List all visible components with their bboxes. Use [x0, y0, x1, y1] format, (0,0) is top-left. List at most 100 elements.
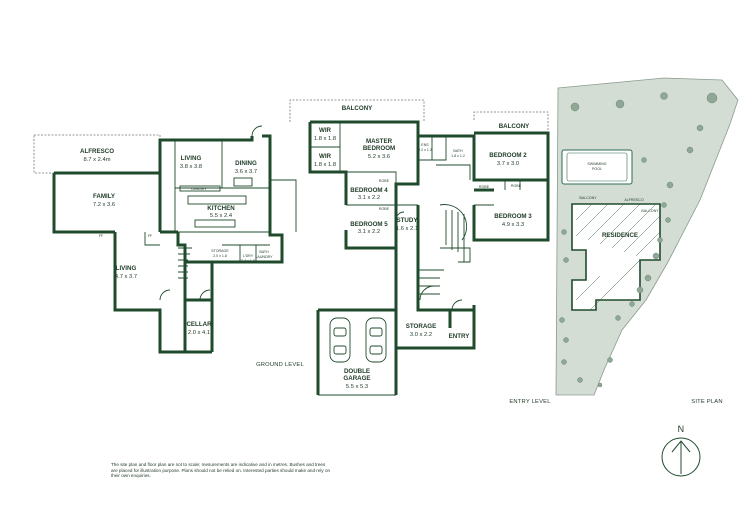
- ground-inner-walls: [144, 140, 270, 262]
- east-wing-walls: [472, 131, 550, 242]
- kitchen-dim: 5.5 x 2.4: [210, 213, 233, 219]
- alfresco-name: ALFRESCO: [80, 148, 114, 155]
- residence-hatch: [575, 203, 661, 311]
- bedroom3-dim: 4.9 x 3.3: [502, 222, 524, 228]
- ground-level-label: GROUND LEVEL: [256, 362, 304, 368]
- door-swing-entry: [451, 299, 463, 311]
- robe-walls: [474, 180, 521, 206]
- ground-walls-upper: [52, 134, 284, 264]
- wir1-name: WIR: [319, 127, 332, 134]
- north-arrow: N: [661, 424, 701, 477]
- bedroom5-dim: 3.1 x 2.2: [358, 229, 380, 235]
- wir2-dim: 1.8 x 1.8: [314, 162, 336, 168]
- door-swing-study: [395, 211, 405, 221]
- entry-bath-label: BATH: [453, 149, 463, 153]
- stair-lower: [418, 269, 444, 301]
- dining-table: [233, 177, 253, 187]
- ldry-label: L'DRY: [243, 254, 254, 258]
- residence-name: RESIDENCE: [602, 232, 638, 239]
- garage-name2: GARAGE: [343, 375, 370, 382]
- site-small-label-1: BALCONY: [579, 196, 597, 200]
- cellar-walls: [185, 298, 212, 354]
- library-label: LIBRARY: [191, 187, 207, 191]
- kitchen-island: [194, 219, 236, 228]
- storage-dim: 3.0 x 2.2: [410, 332, 432, 338]
- master-dim: 5.2 x 3.6: [368, 154, 390, 160]
- right-balcony-name: BALCONY: [499, 123, 530, 130]
- pool-name2: POOL: [592, 167, 602, 171]
- door-swing-1: [251, 125, 263, 137]
- dining-dim: 3.6 x 3.7: [235, 169, 257, 175]
- disclaimer-text: The site plan and floor plan are not to …: [111, 462, 331, 479]
- site-alfresco-label: ALFRESCO: [624, 198, 644, 202]
- living-lower-dim: 4.7 x 3.7: [115, 274, 137, 280]
- kitchen-name: KITCHEN: [207, 205, 235, 212]
- tree-icons: [559, 92, 718, 388]
- ground-walls-lower: [160, 230, 214, 352]
- garage-name: DOUBLE: [344, 368, 370, 375]
- ens-label: ENS: [421, 143, 429, 147]
- entry-level-plan: BALCONY WIR 1.8 x 1.8 WIR 1.8 x 1.8 MAST…: [289, 99, 551, 405]
- ground-bath-sub: LAUNDRY: [255, 255, 273, 259]
- site-plan-label: SITE PLAN: [691, 399, 722, 405]
- cellar-name: CELLAR: [186, 321, 212, 328]
- bedroom4-name: BEDROOM 4: [350, 187, 388, 194]
- family-name: FAMILY: [93, 193, 116, 200]
- entry-bath-dim: 1.8 x 1.2: [451, 154, 465, 158]
- swimming-pool-water: [566, 152, 628, 182]
- door-swing-2: [159, 289, 171, 301]
- living-upper-name: LIVING: [181, 155, 202, 162]
- robe-label-4: ROBE: [511, 184, 522, 188]
- family-dim: 7.2 x 3.6: [93, 202, 115, 208]
- bedroom3-name: BEDROOM 3: [494, 213, 532, 220]
- robe-label-2: ROBE: [379, 207, 390, 211]
- site-small-label-2: BALCONY: [641, 209, 659, 213]
- study-name: STUDY: [397, 217, 419, 224]
- top-balcony-outline: [289, 99, 425, 122]
- entry-stair: [439, 204, 471, 263]
- dining-name: DINING: [235, 160, 257, 167]
- garage-dim: 5.5 x 5.3: [346, 384, 368, 390]
- wir2-name: WIR: [319, 153, 332, 160]
- living-lower-name: LIVING: [116, 265, 137, 272]
- ground-storage-label: STORAGE: [211, 249, 229, 253]
- wir1-dim: 1.8 x 1.8: [314, 136, 336, 142]
- ground-bath-label: BATH: [259, 250, 269, 254]
- bedroom5-name: BEDROOM 5: [350, 221, 388, 228]
- pool-name: SWIMMING: [587, 162, 606, 166]
- site-plan: SWIMMING POOL RESIDENCE ALFRESCO BALCONY…: [555, 77, 739, 405]
- ens-bath-walls: [417, 136, 471, 180]
- storage-name: STORAGE: [406, 323, 436, 330]
- ground-walls-family-living: [54, 171, 185, 354]
- ground-level-plan: ALFRESCO 8.7 x 2.4m FAMILY 7.2 x 3.6 LIV…: [33, 125, 304, 368]
- entry-level-label: ENTRY LEVEL: [509, 399, 551, 405]
- ground-stair: [178, 247, 192, 279]
- kitchen-bench: [187, 195, 247, 205]
- ens-dim: 2.2 x 1.3: [418, 148, 432, 152]
- robe-label-1: ROBE: [379, 179, 390, 183]
- north-compass-icon: [661, 437, 701, 477]
- ground-storage-dim: 2.0 x 1.8: [213, 254, 227, 258]
- alfresco-dim: 8.7 x 2.4m: [83, 157, 110, 163]
- ldry-dim: 2.4 x 1.8: [241, 259, 255, 263]
- residence-footprint: [571, 203, 661, 311]
- living-upper-dim: 3.8 x 3.8: [180, 164, 202, 170]
- master-name: MASTER: [366, 138, 393, 145]
- study-dim: 1.6 x 2.1: [396, 226, 418, 232]
- north-arrow-icon: [671, 440, 691, 474]
- bedroom2-name: BEDROOM 2: [489, 152, 527, 159]
- car-left-icon: [329, 317, 351, 363]
- door-swing-3: [199, 289, 211, 301]
- bedroom2-dim: 3.7 x 3.0: [497, 161, 519, 167]
- ff-label-2: FF: [148, 234, 153, 238]
- master-name2: BEDROOM: [363, 145, 395, 152]
- north-letter: N: [678, 424, 685, 434]
- bedrooms-inner-walls: [310, 122, 418, 206]
- library-shelf: [179, 185, 221, 192]
- garden-rail: [270, 179, 297, 232]
- bedroom4-dim: 3.1 x 2.2: [358, 195, 380, 201]
- entry-name: ENTRY: [449, 333, 471, 340]
- ff-label-1: FF: [99, 234, 104, 238]
- top-balcony-name: BALCONY: [342, 105, 373, 112]
